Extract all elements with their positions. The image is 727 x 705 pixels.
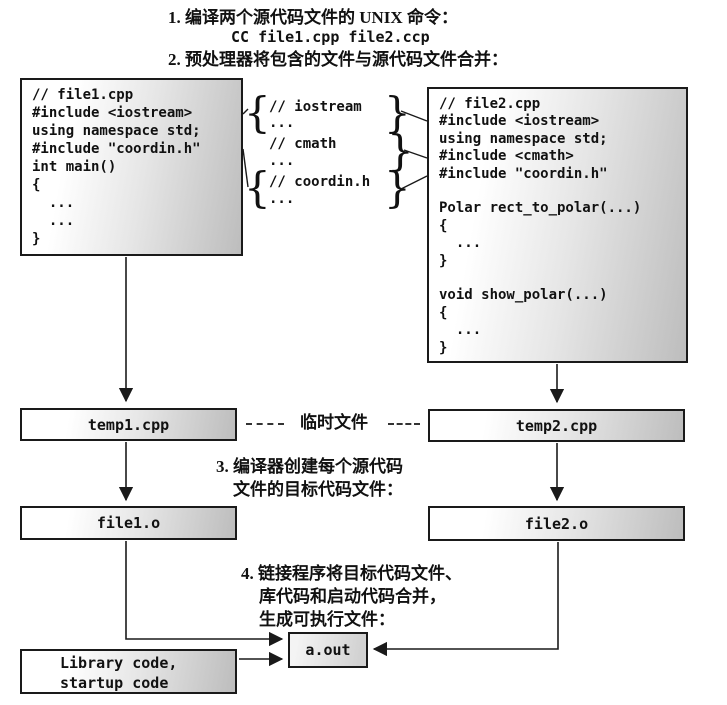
cmath-include-dots: ... bbox=[269, 153, 295, 169]
step4-annotation-line2: 库代码和启动代码合并， bbox=[259, 587, 446, 606]
coordin-right-brace: } bbox=[384, 163, 411, 212]
step4-annotation-line3: 生成可执行文件： bbox=[259, 610, 395, 629]
file1o-box: file1.o bbox=[20, 506, 237, 540]
file2-source-code: // file2.cpp #include <iostream> using n… bbox=[439, 96, 642, 356]
temp-files-label: 临时文件 bbox=[300, 413, 368, 432]
file2o-label: file2.o bbox=[524, 514, 589, 533]
step3-annotation-line2: 文件的目标代码文件： bbox=[233, 480, 403, 499]
file2o-box: file2.o bbox=[428, 506, 685, 541]
coordin-left-brace: { bbox=[244, 163, 271, 212]
dash-left bbox=[246, 423, 284, 425]
step2-annotation: 2. 预处理器将包含的文件与源代码文件合并： bbox=[168, 50, 508, 69]
coordin-include-comment: // coordin.h bbox=[269, 174, 371, 190]
iostream-include-comment: // iostream bbox=[269, 99, 362, 115]
aout-box: a.out bbox=[288, 632, 368, 668]
step1-annotation: 1. 编译两个源代码文件的 UNIX 命令： bbox=[168, 8, 458, 27]
file1-source-code: // file1.cpp #include <iostream> using n… bbox=[32, 87, 201, 247]
cmath-include-comment: // cmath bbox=[269, 136, 337, 152]
temp1-box: temp1.cpp bbox=[20, 408, 237, 441]
step4-annotation-line1: 4. 链接程序将目标代码文件、 bbox=[241, 564, 462, 583]
file1-source-box: // file1.cpp #include <iostream> using n… bbox=[20, 78, 243, 256]
temp2-label: temp2.cpp bbox=[515, 416, 598, 435]
library-code-box: Library code, startup code bbox=[20, 649, 237, 694]
file2-source-box: // file2.cpp #include <iostream> using n… bbox=[427, 87, 688, 363]
iostream-left-brace: { bbox=[244, 88, 271, 137]
iostream-include-dots: ... bbox=[269, 115, 295, 131]
step3-annotation-line1: 3. 编译器创建每个源代码 bbox=[216, 457, 403, 476]
temp1-label: temp1.cpp bbox=[87, 415, 170, 434]
dash-right bbox=[388, 423, 420, 425]
file1o-label: file1.o bbox=[96, 514, 161, 532]
coordin-include-dots: ... bbox=[269, 191, 295, 207]
unix-command-text: CC file1.cpp file2.ccp bbox=[231, 28, 430, 46]
aout-label: a.out bbox=[305, 641, 351, 659]
library-code-label: Library code, startup code bbox=[60, 654, 178, 692]
temp2-box: temp2.cpp bbox=[428, 409, 685, 442]
